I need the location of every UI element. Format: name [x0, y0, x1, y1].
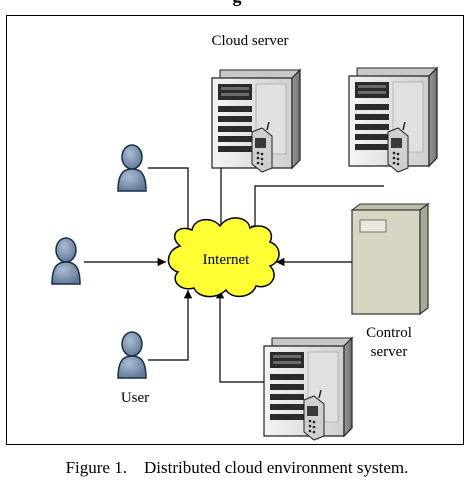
control-server — [350, 202, 430, 316]
header-fragment: g — [233, 0, 242, 6]
user-icon — [51, 237, 81, 285]
arrow-user1-internet — [148, 167, 193, 238]
cloud-server-label: Cloud server — [211, 33, 289, 49]
arrow-user3-internet — [148, 290, 193, 361]
cloud-server-2 — [348, 67, 438, 173]
user-icon — [117, 331, 147, 379]
figure-caption: Figure 1. Distributed cloud environment … — [65, 458, 409, 477]
user-label: User — [120, 390, 150, 406]
cloud-server-1 — [211, 69, 301, 173]
arrow-server3-internet — [215, 290, 264, 383]
internet-label: Internet — [202, 252, 250, 268]
control-label-line1: Control — [366, 325, 412, 341]
user-icon — [117, 144, 147, 192]
cloud-server-3 — [263, 337, 353, 441]
cloud-icon — [167, 217, 280, 298]
control-label-line2: server — [370, 344, 408, 360]
arrow-server2-internet — [250, 185, 384, 234]
diagram-frame — [6, 15, 464, 445]
cut-header-text: g — [0, 0, 474, 7]
